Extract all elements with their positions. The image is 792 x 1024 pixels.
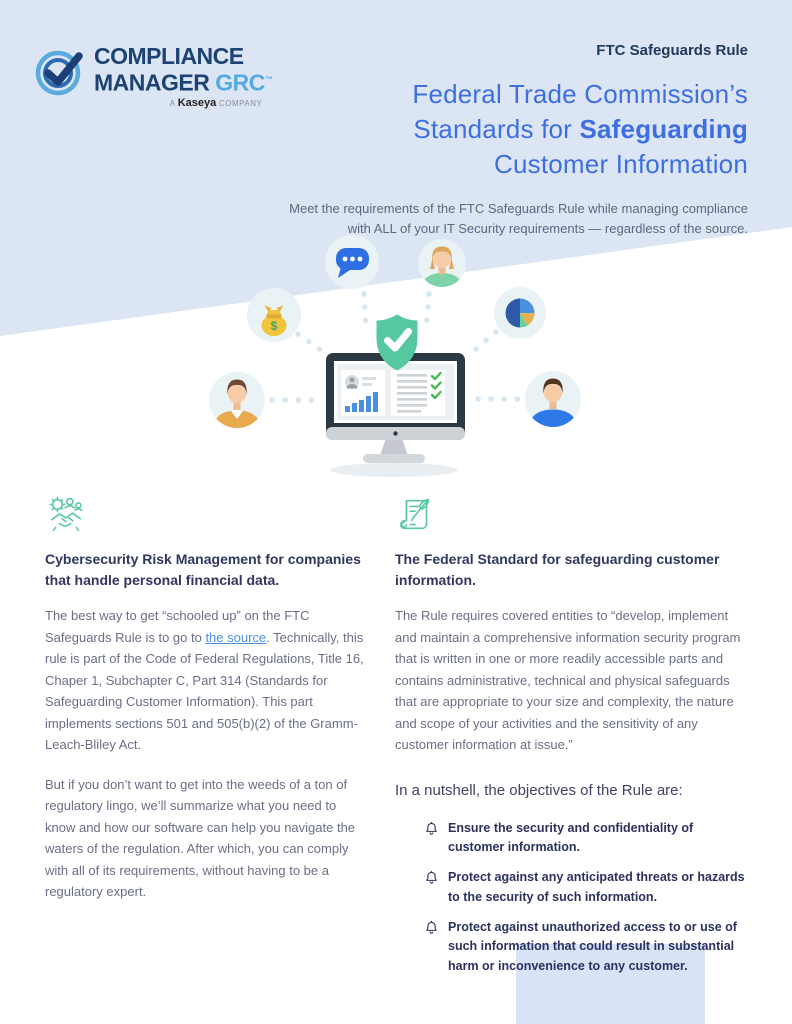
objective-text: Protect against any anticipated threats … xyxy=(448,870,745,904)
section-paragraph: The best way to get “schooled up” on the… xyxy=(45,605,370,756)
logo-word-manager-grc: MANAGER GRC™ xyxy=(94,68,273,96)
bottom-right-decoration xyxy=(516,944,705,1024)
section-risk-management: Cybersecurity Risk Management for compan… xyxy=(45,494,370,903)
objectives-list: Ensure the security and confidentiality … xyxy=(425,819,747,977)
hero-subtitle: Meet the requirements of the FTC Safegua… xyxy=(289,201,748,236)
logo-trademark: ™ xyxy=(264,75,273,84)
dotted-connector-lines xyxy=(269,291,521,403)
money-bag-icon: $ xyxy=(247,288,301,342)
dollar-glyph: $ xyxy=(271,319,278,333)
eyebrow-label: FTC Safeguards Rule xyxy=(596,42,748,59)
bell-icon xyxy=(426,871,437,884)
nutshell-heading: In a nutshell, the objectives of the Rul… xyxy=(395,781,683,799)
monitor-dashboard-icon xyxy=(326,353,465,477)
regulation-scroll-icon xyxy=(399,498,430,530)
page-title: Federal Trade Commission’s Standards for… xyxy=(228,77,748,182)
logo-text: COMPLIANCE MANAGER GRC™ A Kaseya COMPANY xyxy=(94,43,273,109)
section-paragraph: The Rule requires covered entities to “d… xyxy=(395,608,741,752)
paragraph-text: . Technically, this rule is part of the … xyxy=(45,629,364,753)
title-line-1: Federal Trade Commission’s xyxy=(412,79,748,109)
logo-word-manager: MANAGER xyxy=(94,69,210,96)
section-paragraph: But if you don’t want to get into the we… xyxy=(45,776,356,900)
kaseya-tagline: A Kaseya COMPANY xyxy=(169,96,263,109)
hero-header: FTC Safeguards Rule Federal Trade Commis… xyxy=(228,42,748,239)
source-link[interactable]: the source xyxy=(205,629,267,645)
title-line-2: Standards for xyxy=(413,114,580,144)
bell-icon xyxy=(426,821,437,835)
pie-chart-icon xyxy=(494,287,546,339)
section-heading: Cybersecurity Risk Management for compan… xyxy=(45,551,361,588)
security-monitor-illustration: $ xyxy=(209,235,581,477)
objective-item: Protect against any anticipated threats … xyxy=(425,868,747,907)
chat-bubble-icon xyxy=(325,235,379,289)
objective-text: Ensure the security and confidentiality … xyxy=(448,820,694,854)
paragraph-text: The best way to get “schooled up” on the… xyxy=(45,608,310,645)
bell-icon xyxy=(426,920,437,934)
objective-item: Protect against unauthorized access to o… xyxy=(425,918,747,976)
shield-check-icon xyxy=(376,314,418,371)
team-handshake-icon xyxy=(49,496,83,532)
title-line-2-bold: Safeguarding xyxy=(579,114,748,144)
logo-word-compliance: COMPLIANCE xyxy=(94,43,244,69)
title-line-3: Customer Information xyxy=(494,149,748,179)
woman-avatar-icon xyxy=(418,239,466,287)
objective-item: Ensure the security and confidentiality … xyxy=(425,819,747,858)
man-avatar-icon xyxy=(209,372,265,428)
compliance-check-logo-icon xyxy=(35,50,83,96)
brand-logo: COMPLIANCE MANAGER GRC™ A Kaseya COMPANY xyxy=(34,43,273,109)
section-federal-standard: The Federal Standard for safeguarding cu… xyxy=(395,494,745,987)
logo-word-grc: GRC xyxy=(215,69,265,96)
section-heading: The Federal Standard for safeguarding cu… xyxy=(395,551,720,588)
objective-text: Protect against unauthorized access to o… xyxy=(448,920,737,973)
man-avatar-icon xyxy=(525,371,581,427)
